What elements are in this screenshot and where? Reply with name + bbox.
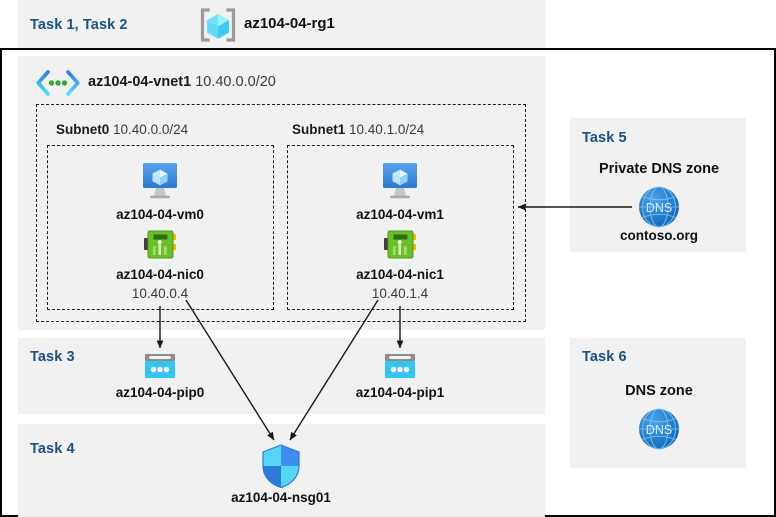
subnet0-name: Subnet0 [56, 122, 110, 137]
dns-zone-icon: DNS [636, 184, 682, 230]
vnet-title: az104-04-vnet1 10.40.0.0/20 [88, 74, 276, 90]
vm0-label: az104-04-vm0 [116, 207, 204, 222]
subnet1-name: Subnet1 [292, 122, 346, 137]
virtual-network-icon [35, 70, 81, 96]
network-interface-icon [381, 228, 419, 262]
public-ip-address-icon [380, 351, 420, 383]
subnet0-title: Subnet0 10.40.0.0/24 [56, 122, 188, 137]
task-label-1-2: Task 1, Task 2 [30, 17, 128, 33]
subnet1-title: Subnet1 10.40.1.0/24 [292, 122, 424, 137]
resource-group-name: az104-04-rg1 [244, 15, 335, 32]
nic0-label: az104-04-nic0 [116, 267, 204, 282]
task-label-3: Task 3 [30, 349, 75, 365]
task3-panel [18, 338, 545, 414]
task-label-6: Task 6 [582, 349, 627, 365]
private-dns-zone-name: contoso.org [620, 228, 698, 243]
svg-text:DNS: DNS [646, 201, 672, 215]
nic0-ip: 10.40.0.4 [131, 286, 189, 301]
task5-panel [570, 118, 746, 252]
svg-text:DNS: DNS [646, 423, 672, 437]
header-panel [18, 0, 545, 48]
pip0-label: az104-04-pip0 [115, 385, 205, 400]
private-dns-zone-heading: Private DNS zone [598, 161, 720, 177]
virtual-machine-icon [138, 160, 182, 202]
network-security-group-icon [260, 443, 302, 489]
vnet-address-space: 10.40.0.0/20 [195, 74, 276, 90]
subnet1-cidr: 10.40.1.0/24 [349, 122, 425, 137]
dns-zone-heading: DNS zone [625, 383, 693, 399]
vnet-panel [18, 56, 545, 330]
task-label-5: Task 5 [582, 130, 627, 146]
dns-zone-icon: DNS [636, 406, 682, 452]
vnet-inner-dashed-frame [36, 104, 526, 322]
subnet0-cidr: 10.40.0.0/24 [113, 122, 189, 137]
pip1-label: az104-04-pip1 [355, 385, 445, 400]
nic1-label: az104-04-nic1 [356, 267, 444, 282]
network-interface-icon [141, 228, 179, 262]
nic1-ip: 10.40.1.4 [371, 286, 429, 301]
resource-group-icon [198, 6, 238, 44]
nsg-label: az104-04-nsg01 [231, 490, 331, 505]
vm1-label: az104-04-vm1 [356, 207, 444, 222]
virtual-machine-icon [378, 160, 422, 202]
task-label-4: Task 4 [30, 441, 75, 457]
public-ip-address-icon [140, 351, 180, 383]
vnet-name: az104-04-vnet1 [88, 74, 192, 90]
